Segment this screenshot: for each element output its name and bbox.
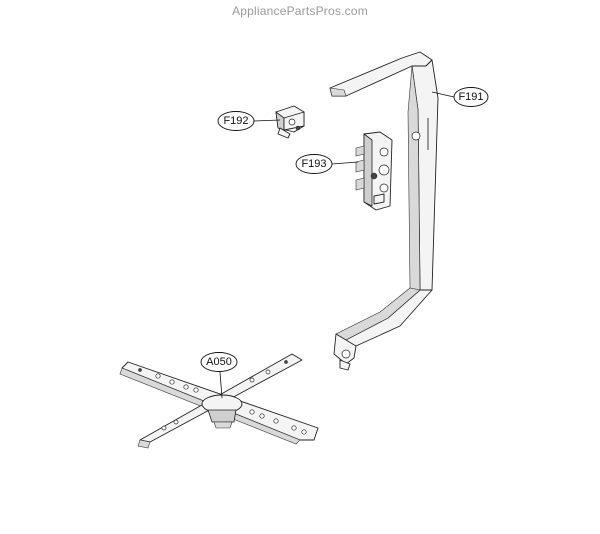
callout-a050[interactable]: A050 xyxy=(200,352,238,372)
part-f192-fitting[interactable] xyxy=(275,105,305,139)
leader-f192 xyxy=(253,119,281,122)
part-a050-spray-arm[interactable] xyxy=(119,353,319,449)
callout-f192[interactable]: F192 xyxy=(217,111,255,131)
callout-f192-label: F192 xyxy=(223,115,248,127)
callout-f193[interactable]: F193 xyxy=(295,154,333,174)
part-f191-supply-pipe[interactable] xyxy=(329,51,439,371)
callout-f193-label: F193 xyxy=(301,158,326,170)
part-f193-connector[interactable] xyxy=(355,131,393,211)
callout-a050-label: A050 xyxy=(206,356,232,368)
callout-f191-label: F191 xyxy=(458,91,483,103)
leader-f191 xyxy=(431,91,455,98)
leader-f193 xyxy=(331,161,359,165)
leader-a050 xyxy=(219,371,223,399)
callout-f191[interactable]: F191 xyxy=(453,87,489,107)
watermark-text: AppliancePartsPros.com xyxy=(232,4,368,18)
